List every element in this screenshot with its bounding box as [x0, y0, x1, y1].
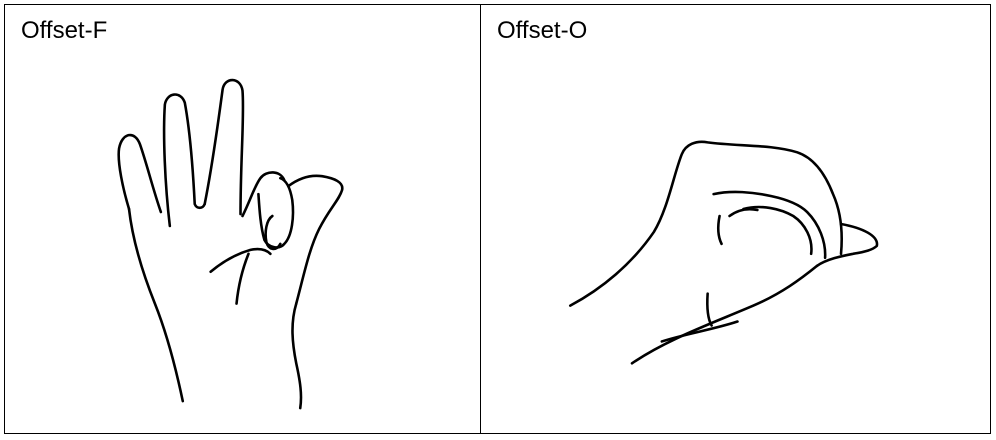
handshape-table: Offset-F Offset-O	[4, 4, 991, 434]
panel-label-offset-o: Offset-O	[497, 17, 588, 44]
panel-offset-o: Offset-O	[481, 5, 990, 433]
hand-offset-f-icon	[117, 78, 344, 410]
panel-label-offset-f: Offset-F	[21, 17, 108, 44]
hand-offset-o-icon	[568, 140, 879, 365]
panel-offset-f: Offset-F	[5, 5, 481, 433]
